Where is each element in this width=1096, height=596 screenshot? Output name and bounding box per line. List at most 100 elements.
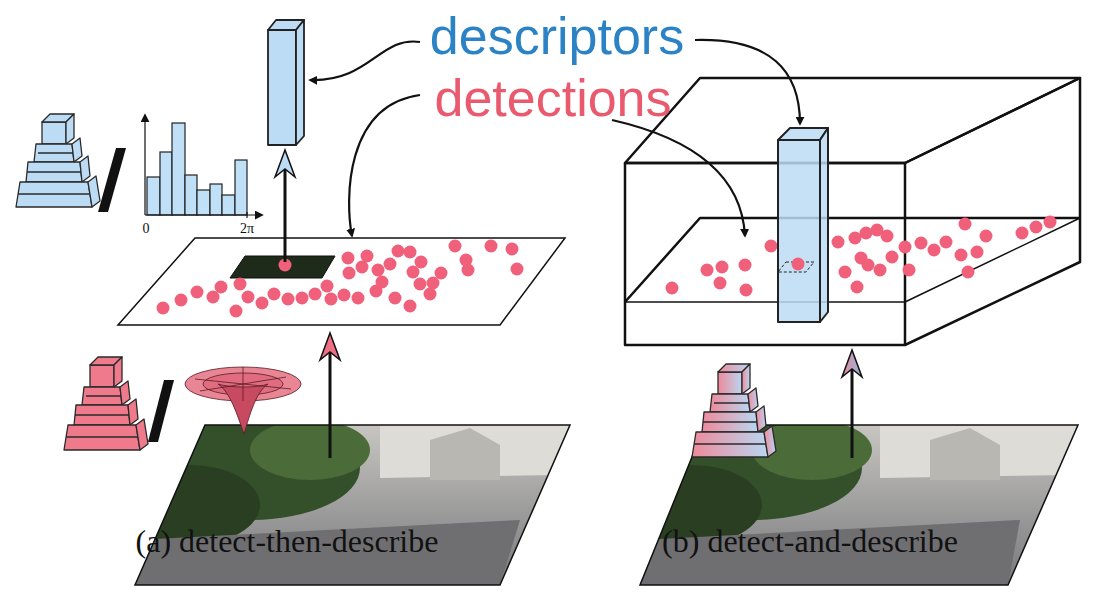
detection-points (739, 259, 752, 272)
leader-arrow (349, 95, 420, 236)
detector-arrow (329, 345, 332, 458)
patch (230, 256, 335, 278)
detection-points (414, 278, 427, 291)
detection-points (962, 266, 975, 279)
detection-points (971, 246, 984, 259)
detection-points (874, 264, 887, 277)
detection-points (980, 230, 993, 243)
orientation-histogram (147, 177, 160, 215)
detection-plane (118, 238, 565, 325)
joint-arrow (851, 362, 854, 458)
orientation-histogram (222, 195, 235, 215)
detection-points (404, 246, 417, 259)
detection-points (740, 284, 753, 297)
callout-label: detections (434, 72, 671, 124)
orientation-histogram (160, 152, 172, 215)
detection-points (296, 292, 309, 305)
detection-points (389, 292, 402, 305)
feature-volume (625, 163, 905, 345)
detection-points (714, 277, 727, 290)
descriptor-vector (268, 20, 304, 145)
detection-points (343, 267, 356, 280)
detection-points (955, 249, 968, 262)
descriptor-column (778, 140, 820, 322)
descriptor-vector (268, 30, 296, 145)
detection-points (256, 297, 269, 310)
detection-points (175, 294, 188, 307)
callout-label: descriptors (430, 10, 684, 62)
detection-points (915, 237, 928, 250)
detection-points (424, 288, 437, 301)
detection-points (342, 252, 355, 265)
detection-points (404, 300, 417, 313)
slash (98, 148, 126, 212)
detection-points (886, 251, 899, 264)
descriptor-arrow (275, 150, 295, 177)
feature-volume (625, 301, 905, 303)
detection-points (862, 259, 875, 272)
feature-volume (625, 78, 1080, 345)
detector-arrow (320, 333, 340, 458)
detection-points (839, 266, 852, 279)
detector-network (64, 357, 148, 450)
descriptor-network (16, 114, 100, 207)
detection-points (851, 281, 864, 294)
detection-points (860, 227, 873, 240)
leader-arrow (695, 40, 800, 124)
orientation-histogram (185, 175, 197, 215)
detection-points (234, 278, 247, 291)
leader-arrow (310, 40, 800, 236)
detection-points (666, 282, 679, 295)
detection-points (1016, 227, 1029, 240)
orientation-histogram (197, 190, 210, 215)
detection-points (903, 264, 916, 277)
feature-volume (625, 218, 1080, 302)
orientation-histogram (210, 184, 222, 215)
detection-points (230, 305, 243, 318)
log-filter-surface (243, 367, 244, 401)
detection-points (765, 240, 778, 253)
orientation-histogram (246, 212, 247, 218)
feature-volume (905, 218, 1080, 302)
detector-arrow (320, 333, 340, 360)
detection-points (716, 261, 729, 274)
detection-points (449, 240, 462, 253)
detection-points (460, 254, 473, 267)
detection-points (392, 245, 405, 258)
subfigure-caption: (b) detect-and-describe (662, 525, 958, 557)
orientation-histogram (145, 214, 262, 215)
orientation-histogram (144, 115, 145, 215)
orientation-histogram (145, 115, 262, 218)
feature-volume (905, 78, 1080, 345)
joint-network (692, 364, 776, 457)
detection-points (928, 244, 941, 257)
detection-points (899, 241, 912, 254)
detection-points (157, 240, 524, 318)
descriptor-column (820, 128, 828, 322)
image-plane (135, 425, 570, 585)
detection-points (361, 250, 374, 263)
detection-points (370, 285, 383, 298)
detection-points (959, 218, 972, 231)
input-image (250, 420, 370, 480)
detection-points (881, 230, 894, 243)
input-image (120, 416, 580, 590)
log-filter-surface (185, 367, 301, 434)
log-filter-surface (185, 367, 301, 401)
slash (148, 380, 174, 442)
detection-points (427, 277, 440, 290)
detection-points (1030, 221, 1043, 234)
detection-points (309, 288, 322, 301)
detection-points (338, 289, 351, 302)
detector-network (64, 357, 148, 450)
joint-arrow (842, 350, 862, 458)
detection-points (321, 280, 334, 293)
detection-point (792, 258, 805, 271)
descriptor-arrow (284, 160, 287, 262)
detection-points (268, 288, 281, 301)
leader-arrow (310, 41, 420, 80)
descriptor-network (16, 114, 100, 207)
detection-points (242, 291, 255, 304)
